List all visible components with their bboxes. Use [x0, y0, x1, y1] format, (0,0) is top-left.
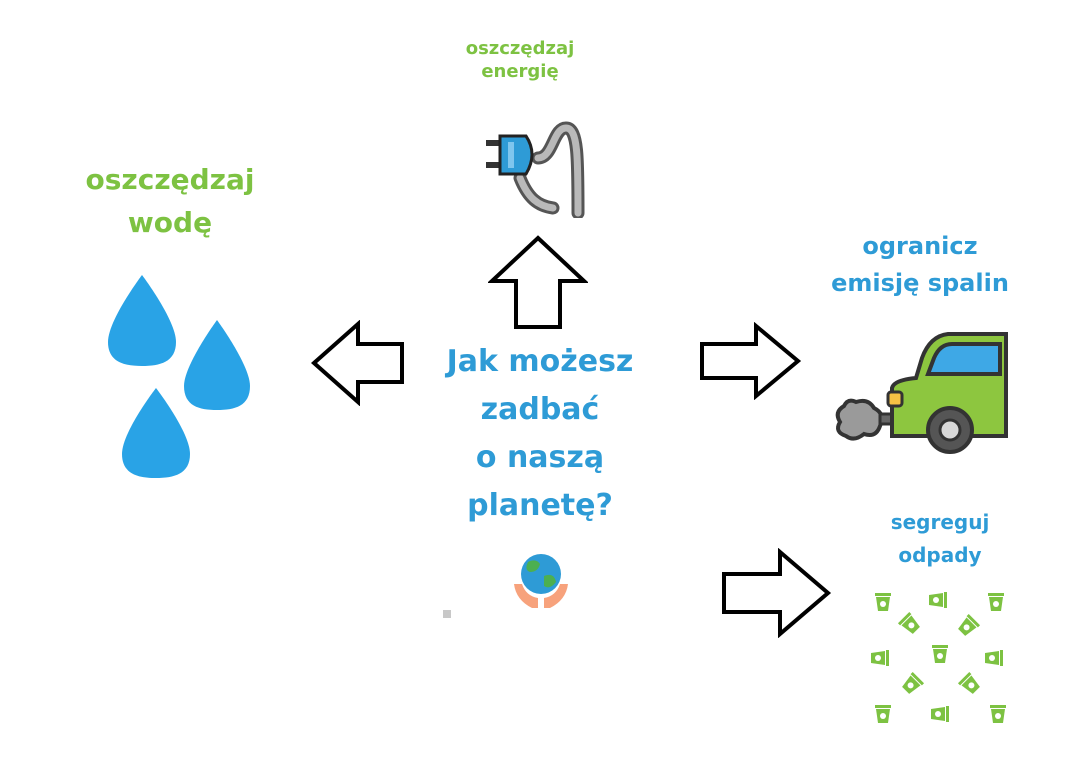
- emissions-label: ogranicz emisję spalin: [810, 228, 1030, 302]
- arrow-right-icon: [698, 322, 802, 400]
- water-label-line-2: wodę: [127, 206, 213, 240]
- waste-label-line-2: odpady: [898, 543, 982, 567]
- water-label-line-1: oszczędzaj: [85, 163, 255, 196]
- energy-label: oszczędzaj energię: [450, 38, 590, 83]
- arrow-left-icon: [310, 320, 406, 406]
- arrow-up-icon: [488, 235, 588, 330]
- water-drops-icon: [100, 270, 260, 490]
- car-exhaust-icon: [830, 328, 1010, 458]
- placeholder-square: [443, 610, 451, 618]
- globe-in-hands-icon: [512, 550, 570, 612]
- energy-label-line-1: oszczędzaj: [465, 38, 575, 59]
- waste-label: segreguj odpady: [860, 506, 1020, 572]
- center-question-line-3: o naszą: [475, 440, 605, 475]
- center-question-line-2: zadbać: [480, 392, 600, 427]
- emissions-label-line-2: emisję spalin: [831, 269, 1009, 298]
- water-label: oszczędzaj wodę: [60, 158, 280, 245]
- arrow-right-icon: [720, 548, 832, 638]
- center-question-line-4: planetę?: [467, 488, 613, 523]
- recycling-bins-icon: [868, 588, 1018, 730]
- waste-label-line-1: segreguj: [890, 510, 990, 534]
- plug-icon: [478, 118, 588, 218]
- emissions-label-line-1: ogranicz: [862, 232, 978, 260]
- center-question: Jak możesz zadbać o naszą planetę?: [430, 338, 650, 530]
- energy-label-line-2: energię: [481, 60, 559, 82]
- center-question-line-1: Jak możesz: [446, 344, 634, 379]
